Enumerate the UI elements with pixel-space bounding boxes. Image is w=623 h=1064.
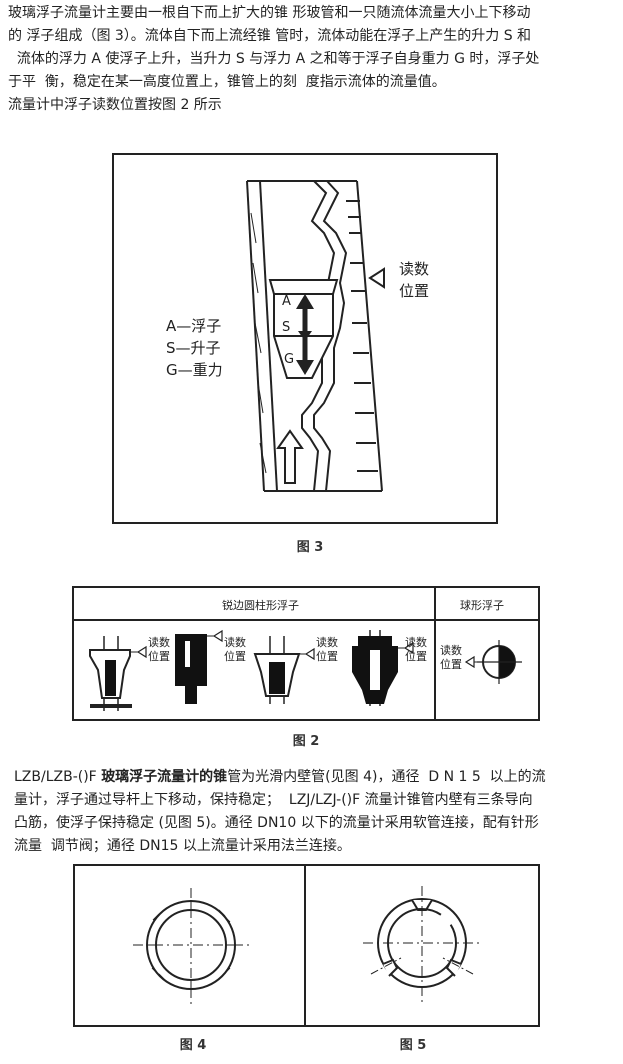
figure-4-5-diagram <box>73 864 540 1027</box>
scale-ticks <box>346 200 378 472</box>
para2-line-1-prefix: LZB/LZB-()F <box>14 769 102 785</box>
figure-4-smooth-tube-section <box>133 888 249 1004</box>
para2-line-3: 凸筋，使浮子保持稳定 (见图 5)。通径 DN10 以下的流量计采用软管连接，配… <box>14 815 539 831</box>
intro-paragraph: 玻璃浮子流量计主要由一根自下而上扩大的锥 形玻管和一只随流体流量大小上下移动 的… <box>8 2 615 117</box>
float-shape-4 <box>352 630 414 706</box>
intro-line-4: 于平 衡，稳定在某一高度位置上，锥管上的刻 度指示流体的流量值。 <box>8 74 446 90</box>
header-ball-float: 球形浮子 <box>460 598 504 612</box>
float1-reading-label-1: 读数 <box>148 635 170 649</box>
float-shape-2 <box>175 629 223 704</box>
reading-pointer-triangle <box>368 267 385 289</box>
reading-label-line-1: 读数 <box>399 260 429 278</box>
para2-line-4: 流量 调节阀；通径 DN15 以上流量计采用法兰连接。 <box>14 838 351 854</box>
legend-g: G—重力 <box>166 361 223 379</box>
float3-reading-label-2: 位置 <box>316 649 338 663</box>
legend-s: S—升子 <box>166 339 221 357</box>
ball-float-shape <box>464 640 522 684</box>
ball-reading-label-2: 位置 <box>440 657 462 671</box>
float3-reading-label-1: 读数 <box>316 635 338 649</box>
para2-line-1: LZB/LZB-()F 玻璃浮子流量计的锥管为光滑内壁管(见图 4)，通径 D … <box>14 766 614 789</box>
figure-2-caption: 图 2 <box>292 734 320 749</box>
float-letter-g: G <box>284 352 294 367</box>
float2-reading-label-1: 读数 <box>224 635 246 649</box>
force-arrows <box>296 294 314 375</box>
figure-3-caption: 图 3 <box>296 540 324 555</box>
figure-5-ribbed-tube-section <box>363 886 481 1004</box>
para2-line-1-bold: 玻璃浮子流量计的锥 <box>101 769 228 785</box>
legend-a: A—浮子 <box>166 317 221 335</box>
intro-line-1: 玻璃浮子流量计主要由一根自下而上扩大的锥 形玻管和一只随流体流量大小上下移动 <box>8 5 531 21</box>
float4-reading-label-1: 读数 <box>405 635 427 649</box>
cone-tube-left-wall <box>246 180 278 492</box>
float-shape-3 <box>253 636 315 704</box>
intro-line-3: 流体的浮力 A 使浮子上升，当升力 S 与浮力 A 之和等于浮子自身重力 G 时… <box>8 51 540 67</box>
figure-2-diagram: 锐边圆柱形浮子 球形浮子 读数 位置 读数 位置 读数 位置 <box>72 586 540 721</box>
float4-reading-label-2: 位置 <box>405 649 427 663</box>
intro-line-2: 的 浮子组成（图 3）。流体自下而上流经锥 管时，流体动能在浮子上产生的升力 S… <box>8 28 532 44</box>
float2-reading-label-2: 位置 <box>224 649 246 663</box>
float-letter-s: S <box>282 320 290 335</box>
float-shape-1 <box>89 636 147 711</box>
figure-3-diagram: A S G 读数 位置 A—浮子 S—升子 G—重力 <box>112 153 498 524</box>
para2-line-1-suffix: 管为光滑内壁管(见图 4)，通径 D N 1 5 以上的流 <box>227 769 546 785</box>
float1-reading-label-2: 位置 <box>148 649 170 663</box>
flow-direction-arrow <box>276 429 304 484</box>
header-sharp-edge-float: 锐边圆柱形浮子 <box>222 598 299 612</box>
intro-line-5: 流量计中浮子读数位置按图 2 所示 <box>8 97 222 113</box>
figure-5-caption: 图 5 <box>399 1038 427 1053</box>
reading-label-line-2: 位置 <box>399 282 429 300</box>
figure-4-caption: 图 4 <box>179 1038 207 1053</box>
para2-line-2: 量计，浮子通过导杆上下移动，保持稳定； LZJ/LZJ-()F 流量计锥管内壁有… <box>14 792 533 808</box>
ball-reading-label-1: 读数 <box>440 643 462 657</box>
paragraph-2: LZB/LZB-()F 玻璃浮子流量计的锥管为光滑内壁管(见图 4)，通径 D … <box>14 766 614 858</box>
float-letter-a: A <box>282 294 291 309</box>
